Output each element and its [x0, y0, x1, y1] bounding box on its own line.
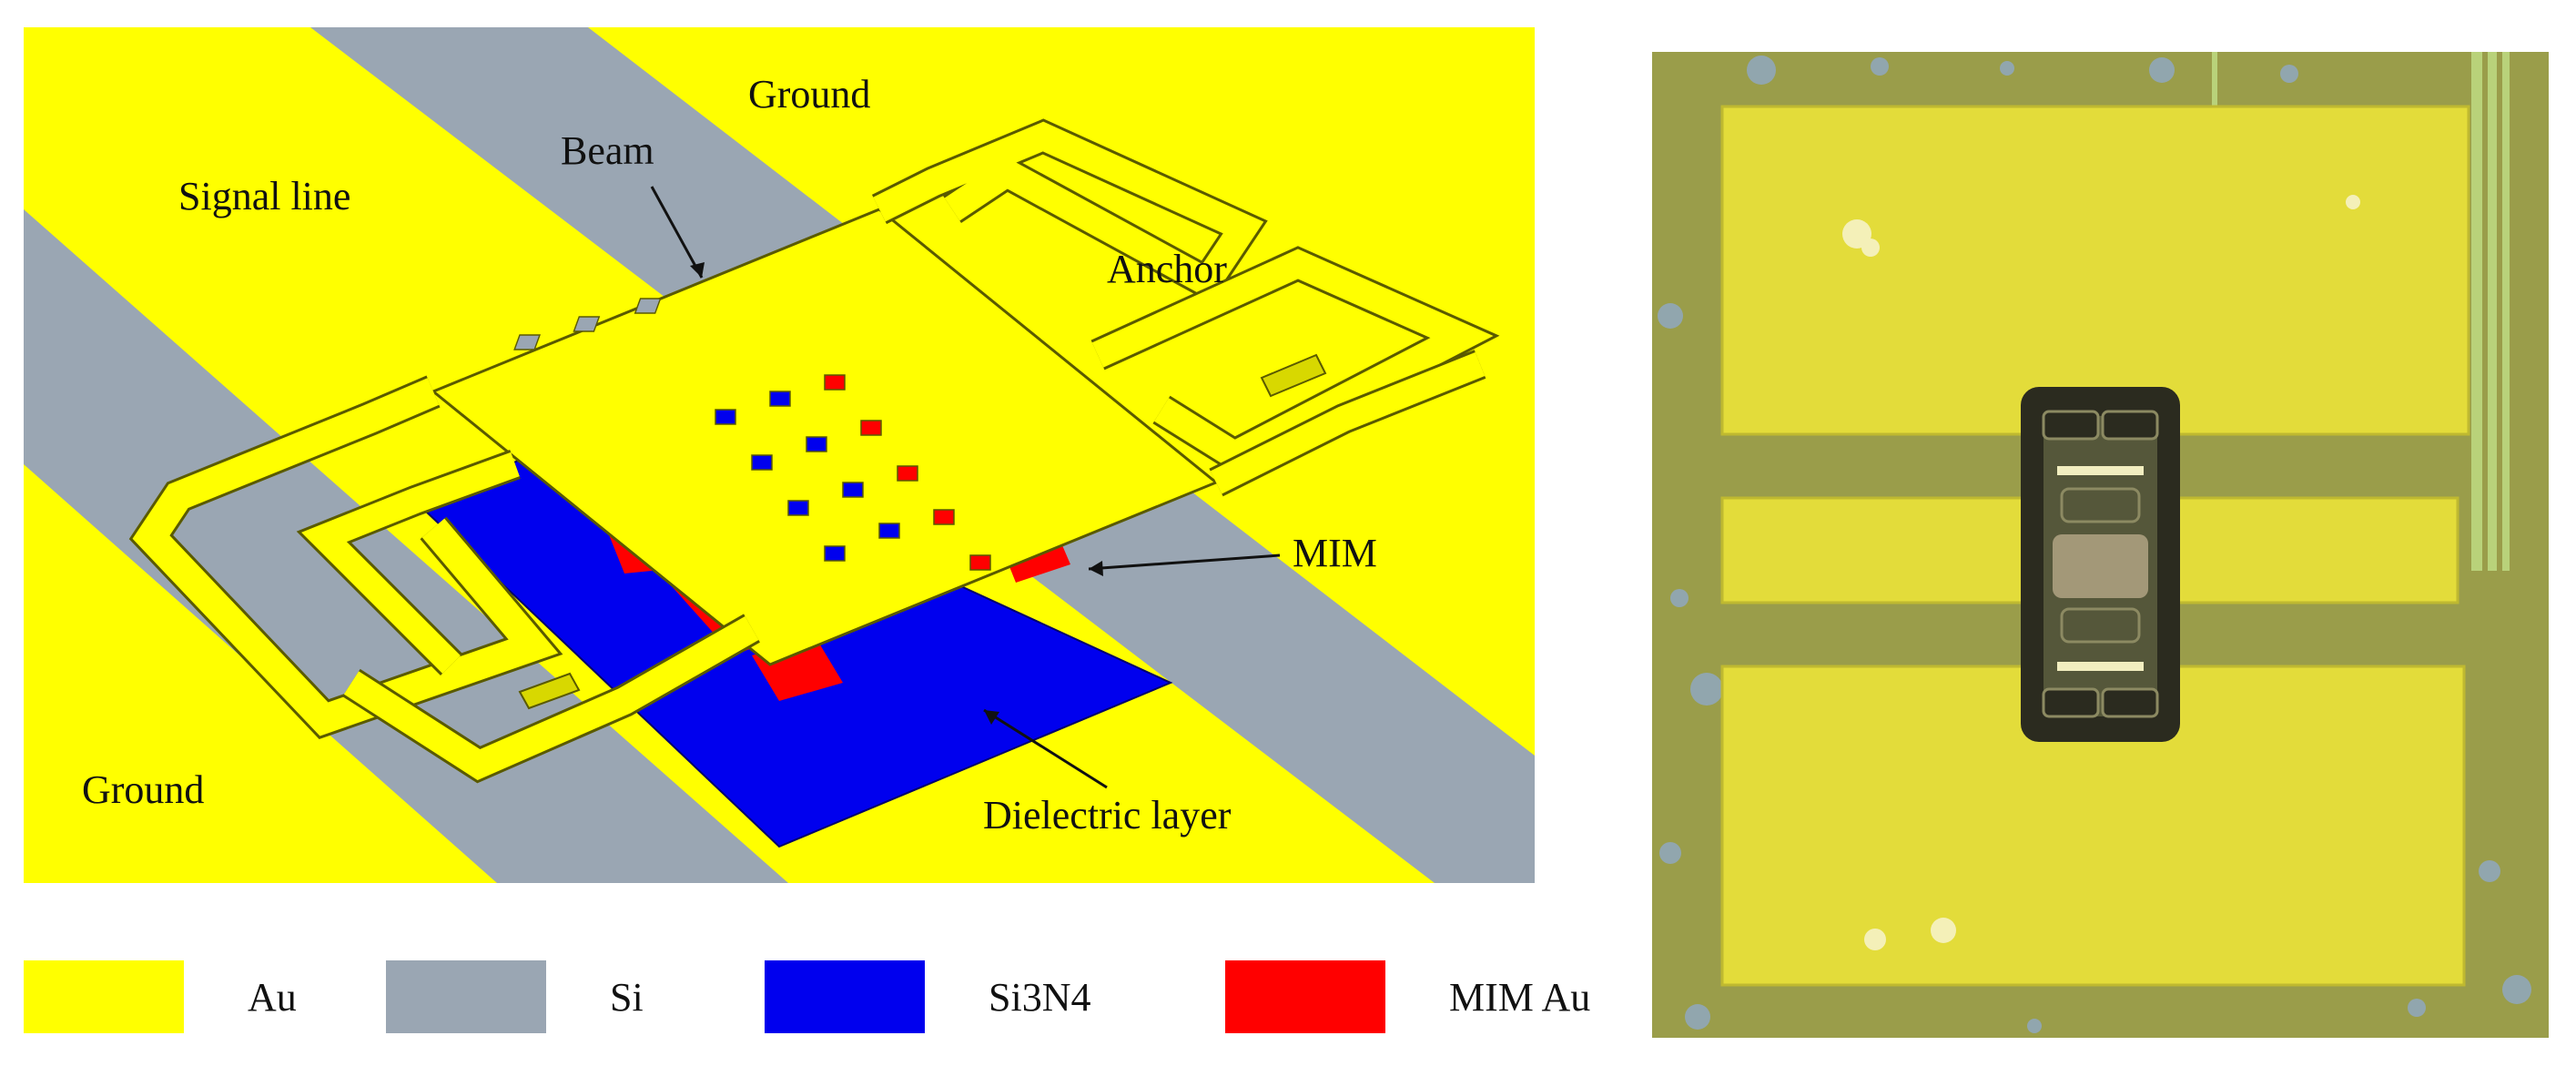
feed-line: [2488, 52, 2497, 571]
switch-schematic: Ground Signal line Beam Anchor MIM Groun…: [24, 27, 1535, 883]
swatch-au: [24, 960, 184, 1033]
beam-holes: [513, 298, 662, 350]
label-anchor: Anchor: [1107, 247, 1227, 291]
swatch-si3n4: [765, 960, 925, 1033]
beam-hole: [824, 545, 846, 562]
beam-holes-over-mim: [824, 374, 991, 571]
mim-arrow: [1088, 553, 1281, 571]
dielectric-arrow-head: [984, 710, 999, 725]
swatch-si: [386, 960, 546, 1033]
switch-beam: [2053, 534, 2148, 598]
device-micrograph: [1652, 52, 2549, 1038]
legend-item-si3n4: Si3N4: [765, 956, 1090, 1038]
legend-item-si: Si: [386, 956, 644, 1038]
beam-hole: [769, 391, 791, 407]
legend-label-mim-au: MIM Au: [1449, 974, 1591, 1020]
legend-item-mim-au: MIM Au: [1225, 956, 1590, 1038]
switch-spring: [2042, 687, 2100, 718]
legend-item-au: Au: [24, 956, 297, 1038]
beam-hole: [824, 374, 846, 391]
beam-hole: [513, 334, 542, 350]
color-legend: Au Si Si3N4 MIM Au: [24, 956, 1626, 1038]
dielectric-arrow: [983, 708, 1108, 789]
beam-arrow: [650, 186, 704, 279]
beam-hole: [878, 523, 900, 539]
swatch-mim-au: [1225, 960, 1385, 1033]
switch-spring: [2101, 410, 2159, 441]
beam-hole: [897, 465, 918, 482]
micrograph-svg: [1652, 52, 2549, 1038]
switch-window: [2060, 607, 2141, 644]
label-ground-top: Ground: [748, 72, 870, 117]
mim-arrow-head: [1089, 561, 1103, 576]
label-mim: MIM: [1293, 531, 1377, 575]
beam-hole: [751, 454, 773, 471]
micrograph-residue: [1658, 56, 2531, 1033]
spring-left: [128, 375, 760, 784]
spring-right: [871, 118, 1500, 497]
pad-residue: [1842, 195, 2360, 950]
beam-hole: [969, 554, 991, 571]
legend-label-au: Au: [248, 974, 297, 1020]
beam-hole: [573, 316, 601, 332]
switch-spring: [2042, 410, 2100, 441]
label-beam: Beam: [561, 128, 654, 173]
beam-hole: [634, 298, 662, 314]
label-dielectric-layer: Dielectric layer: [983, 793, 1232, 838]
ground-pad-top: [1720, 105, 2470, 436]
beam-hole: [933, 509, 955, 525]
anchor-right: [1260, 353, 1327, 398]
beam-holes-over-dielectric: [715, 391, 900, 562]
legend-label-si3n4: Si3N4: [989, 974, 1091, 1020]
legend-label-si: Si: [610, 974, 644, 1020]
switch-spring: [2101, 687, 2159, 718]
anchor-bar: [2057, 466, 2144, 475]
switch-structure: [2021, 387, 2180, 742]
switch-window: [2060, 487, 2141, 523]
beam-hole: [842, 482, 864, 498]
beam-hole: [806, 436, 827, 452]
label-ground-bottom: Ground: [82, 767, 204, 812]
feed-line: [2502, 52, 2510, 571]
schematic-svg: Ground Signal line Beam Anchor MIM Groun…: [24, 27, 1535, 883]
beam-hole: [860, 420, 882, 436]
beam-hole: [715, 409, 736, 425]
beam-hole: [787, 500, 809, 516]
anchor-left: [518, 672, 581, 710]
label-signal-line: Signal line: [178, 174, 350, 218]
feed-line-top: [2212, 52, 2217, 125]
beam-arrow-head: [690, 262, 705, 278]
feed-line: [2471, 52, 2482, 571]
anchor-bar: [2057, 662, 2144, 671]
